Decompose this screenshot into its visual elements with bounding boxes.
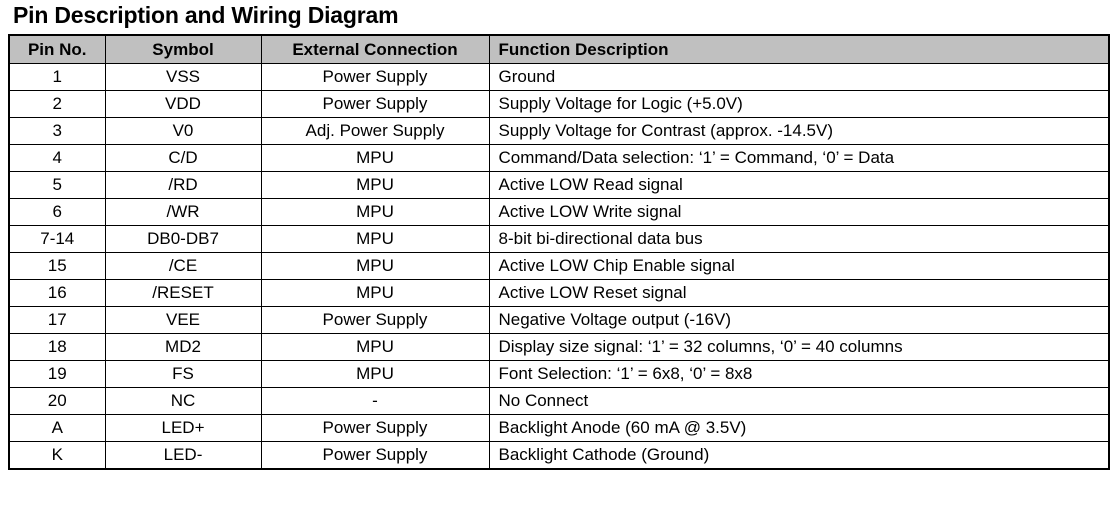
cell-symbol: LED+ xyxy=(104,414,262,442)
cell-external-connection: MPU xyxy=(260,333,490,361)
cell-symbol: DB0-DB7 xyxy=(104,225,262,253)
cell-external-connection: MPU xyxy=(260,252,490,280)
cell-external-connection: Power Supply xyxy=(260,414,490,442)
cell-function-description: Supply Voltage for Contrast (approx. -14… xyxy=(488,117,1110,145)
cell-symbol: VEE xyxy=(104,306,262,334)
cell-function-description: Active LOW Chip Enable signal xyxy=(488,252,1110,280)
cell-external-connection: MPU xyxy=(260,279,490,307)
pin-description-table: Pin No. Symbol External Connection Funct… xyxy=(8,34,1110,470)
pin-description-table-container: Pin No. Symbol External Connection Funct… xyxy=(8,34,1110,470)
cell-pin-no: 16 xyxy=(8,279,106,307)
cell-symbol: V0 xyxy=(104,117,262,145)
cell-pin-no: 18 xyxy=(8,333,106,361)
cell-symbol: /RD xyxy=(104,171,262,199)
cell-symbol: VDD xyxy=(104,90,262,118)
table-header-row: Pin No. Symbol External Connection Funct… xyxy=(8,34,1110,64)
cell-function-description: Active LOW Reset signal xyxy=(488,279,1110,307)
cell-symbol: VSS xyxy=(104,63,262,91)
cell-symbol: /RESET xyxy=(104,279,262,307)
cell-pin-no: K xyxy=(8,441,106,470)
cell-pin-no: 2 xyxy=(8,90,106,118)
cell-symbol: /CE xyxy=(104,252,262,280)
cell-external-connection: MPU xyxy=(260,360,490,388)
cell-pin-no: 6 xyxy=(8,198,106,226)
cell-external-connection: Power Supply xyxy=(260,441,490,470)
cell-function-description: Backlight Anode (60 mA @ 3.5V) xyxy=(488,414,1110,442)
cell-function-description: Active LOW Write signal xyxy=(488,198,1110,226)
cell-symbol: /WR xyxy=(104,198,262,226)
cell-function-description: Display size signal: ‘1’ = 32 columns, ‘… xyxy=(488,333,1110,361)
cell-pin-no: 15 xyxy=(8,252,106,280)
cell-pin-no: 19 xyxy=(8,360,106,388)
cell-external-connection: - xyxy=(260,387,490,415)
cell-external-connection: Power Supply xyxy=(260,90,490,118)
cell-external-connection: MPU xyxy=(260,171,490,199)
cell-external-connection: Power Supply xyxy=(260,63,490,91)
cell-symbol: LED- xyxy=(104,441,262,470)
cell-pin-no: 20 xyxy=(8,387,106,415)
cell-function-description: Active LOW Read signal xyxy=(488,171,1110,199)
cell-pin-no: 17 xyxy=(8,306,106,334)
cell-function-description: Font Selection: ‘1’ = 6x8, ‘0’ = 8x8 xyxy=(488,360,1110,388)
cell-external-connection: MPU xyxy=(260,225,490,253)
cell-function-description: Ground xyxy=(488,63,1110,91)
cell-function-description: Backlight Cathode (Ground) xyxy=(488,441,1110,470)
cell-pin-no: 4 xyxy=(8,144,106,172)
cell-symbol: MD2 xyxy=(104,333,262,361)
cell-external-connection: MPU xyxy=(260,198,490,226)
column-header-external-connection: External Connection xyxy=(260,34,490,64)
cell-symbol: FS xyxy=(104,360,262,388)
cell-external-connection: MPU xyxy=(260,144,490,172)
cell-pin-no: 3 xyxy=(8,117,106,145)
cell-function-description: 8-bit bi-directional data bus xyxy=(488,225,1110,253)
column-header-symbol: Symbol xyxy=(104,34,262,64)
cell-function-description: No Connect xyxy=(488,387,1110,415)
cell-function-description: Supply Voltage for Logic (+5.0V) xyxy=(488,90,1110,118)
table-header: Pin No. Symbol External Connection Funct… xyxy=(8,34,1110,64)
cell-pin-no: A xyxy=(8,414,106,442)
cell-symbol: C/D xyxy=(104,144,262,172)
column-header-function-description: Function Description xyxy=(488,34,1110,64)
cell-pin-no: 7-14 xyxy=(8,225,106,253)
cell-pin-no: 5 xyxy=(8,171,106,199)
cell-pin-no: 1 xyxy=(8,63,106,91)
cell-external-connection: Adj. Power Supply xyxy=(260,117,490,145)
cell-function-description: Command/Data selection: ‘1’ = Command, ‘… xyxy=(488,144,1110,172)
cell-function-description: Negative Voltage output (-16V) xyxy=(488,306,1110,334)
column-header-pin-no: Pin No. xyxy=(8,34,106,64)
cell-external-connection: Power Supply xyxy=(260,306,490,334)
cell-symbol: NC xyxy=(104,387,262,415)
page-title: Pin Description and Wiring Diagram xyxy=(13,2,399,28)
